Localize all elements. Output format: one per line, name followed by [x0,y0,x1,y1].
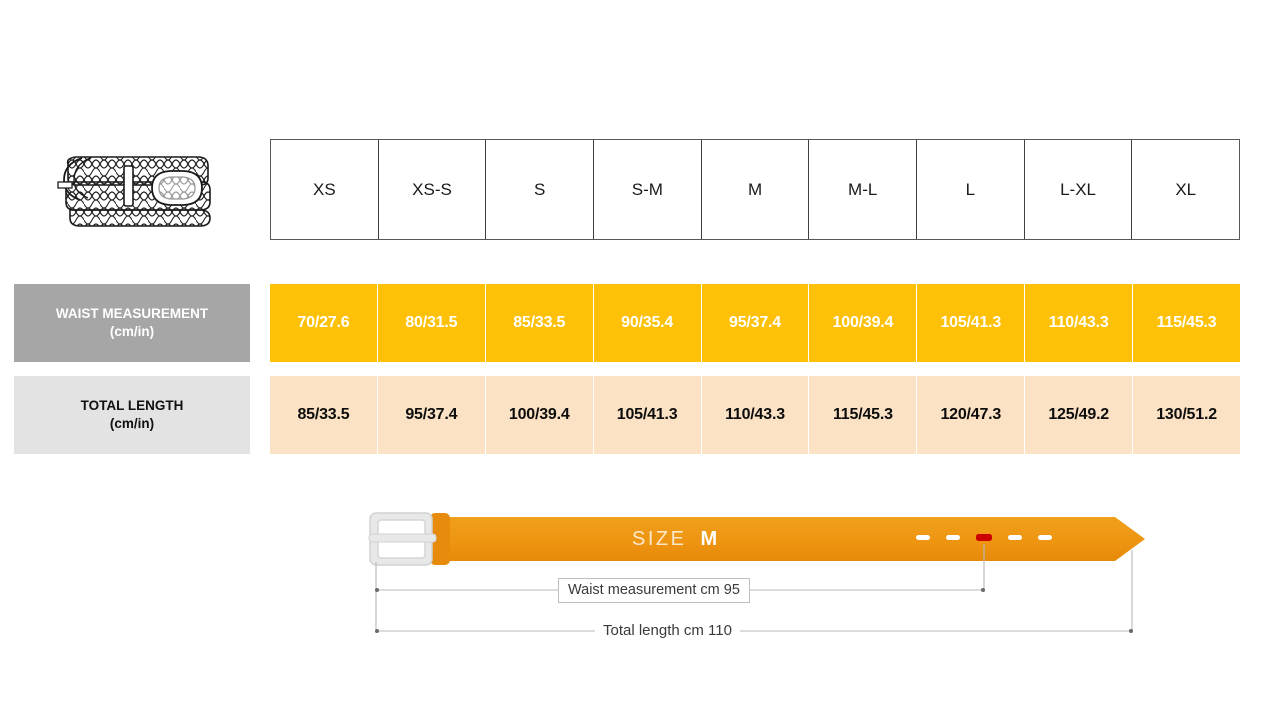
data-row-waist: 70/27.6 80/31.5 85/33.5 90/35.4 95/37.4 … [270,284,1241,362]
belt-hole [1038,535,1052,540]
row-label-total-line2: (cm/in) [109,416,155,431]
total-cell: 95/37.4 [377,376,486,454]
total-cell: 100/39.4 [485,376,594,454]
size-header-cell: S [486,140,595,239]
total-cell: 115/45.3 [809,376,918,454]
row-label-waist-line1: WAIST MEASUREMENT [55,306,209,322]
row-label-total-line1: TOTAL LENGTH [80,398,184,414]
waist-cell: 85/33.5 [485,284,594,362]
row-label-total-length: TOTAL LENGTH (cm/in) [14,376,250,454]
size-header-cell: M [702,140,810,239]
total-cell: 125/49.2 [1025,376,1134,454]
row-label-waist: WAIST MEASUREMENT (cm/in) [14,284,250,362]
row-label-waist-line2: (cm/in) [109,324,155,339]
belt-buckle [368,512,437,566]
braided-belt-icon [52,140,220,238]
total-cell: 85/33.5 [270,376,378,454]
belt-strap [430,517,1145,561]
size-header-cell: XS-S [379,140,487,239]
belt-hole-active [976,534,992,541]
waist-cell: 105/41.3 [917,284,1026,362]
belt-keeper-loop [430,513,450,565]
waist-cell: 110/43.3 [1025,284,1134,362]
size-header-table: XS XS-S S S-M M M-L L L-XL XL [270,139,1240,240]
size-header-cell: S-M [594,140,702,239]
total-length-dimension-line [375,629,1133,633]
waist-cell: 70/27.6 [270,284,378,362]
belt-hole [916,535,930,540]
waist-cell: 95/37.4 [701,284,810,362]
waist-measurement-label: Waist measurement cm 95 [558,578,750,603]
total-cell: 110/43.3 [701,376,810,454]
size-value-text: M [700,528,718,550]
waist-cell: 100/39.4 [809,284,918,362]
size-header-cell: L-XL [1025,140,1133,239]
belt-holes [916,534,1052,541]
belt-hole [1008,535,1022,540]
size-caption-text: SIZE [632,528,687,550]
size-header-cell: M-L [809,140,918,239]
size-header-cell: XS [271,140,379,239]
total-length-label: Total length cm 110 [595,620,740,641]
waist-cell: 80/31.5 [377,284,486,362]
size-header-cell: XL [1175,179,1197,199]
belt-measurement-diagram: SIZE M Waist measurement cm 95 Total len… [360,500,1160,650]
belt-hole [946,535,960,540]
waist-cell: 115/45.3 [1133,284,1241,362]
total-cell: 105/41.3 [593,376,702,454]
size-header-cell: L [917,140,1025,239]
belt-size-caption: SIZE M [632,528,717,551]
total-cell: 130/51.2 [1133,376,1241,454]
total-cell: 120/47.3 [917,376,1026,454]
waist-cell: 90/35.4 [593,284,702,362]
data-row-total-length: 85/33.5 95/37.4 100/39.4 105/41.3 110/43… [270,376,1241,454]
